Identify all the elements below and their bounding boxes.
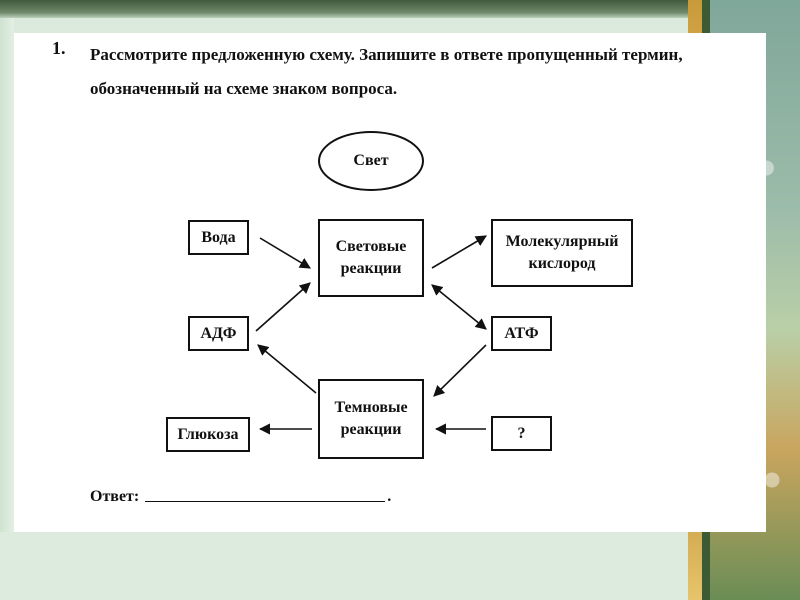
arrow-atp-to-dark-reactions: [434, 345, 486, 396]
node-adp: АДФ: [188, 316, 249, 351]
node-water: Вода: [188, 220, 249, 255]
arrow-light-reactions-to-oxygen: [432, 236, 486, 268]
answer-end: .: [387, 488, 391, 506]
arrow-water-to-light-reactions: [260, 238, 310, 268]
arrow-light-reactions-atp: [432, 285, 486, 329]
slide-top-band: [0, 0, 690, 18]
node-dark-reactions: Темновые реакции: [318, 379, 424, 459]
node-unknown: ?: [491, 416, 552, 451]
node-molecular-oxygen: Молекулярный кислород: [491, 219, 633, 287]
slide-bottom-area: [0, 532, 690, 600]
node-light-reactions: Световые реакции: [318, 219, 424, 297]
arrow-dark-reactions-to-adp: [258, 345, 316, 393]
question-document: 1. Рассмотрите предложенную схему. Запиш…: [14, 33, 766, 532]
node-light: Свет: [318, 131, 424, 191]
slide-left-strip: [0, 18, 14, 600]
answer-blank[interactable]: [145, 485, 385, 502]
node-glucose: Глюкоза: [166, 417, 250, 452]
answer-row: Ответ: .: [90, 485, 391, 506]
node-atp: АТФ: [491, 316, 552, 351]
answer-label: Ответ:: [90, 488, 139, 506]
arrow-adp-to-light-reactions: [256, 283, 310, 331]
